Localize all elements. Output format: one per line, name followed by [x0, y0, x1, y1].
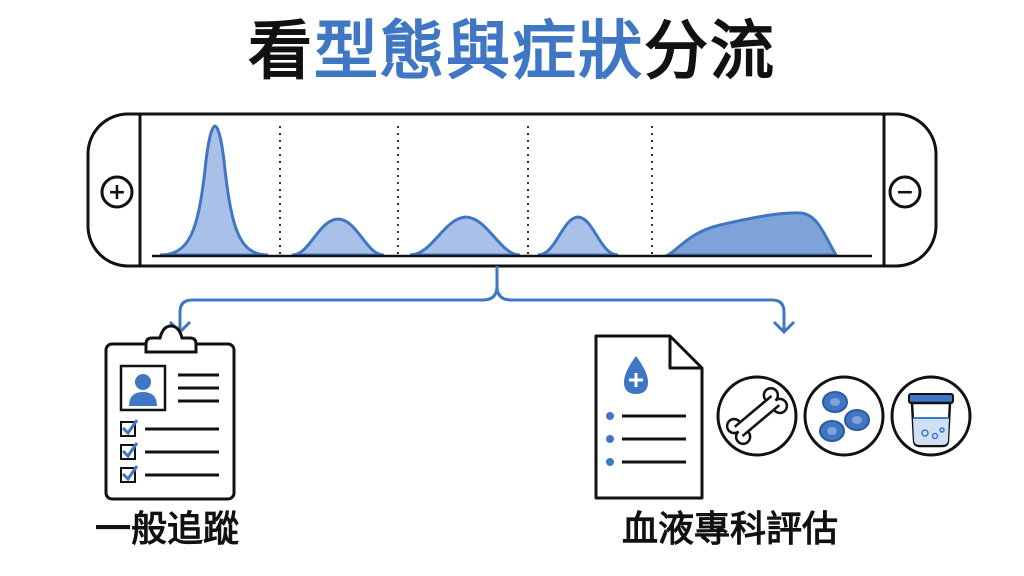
peaks [159, 124, 839, 257]
title-part-black-1: 看 [248, 15, 314, 89]
title-part-black-2: 分流 [644, 15, 776, 89]
plus-electrode-icon: + [100, 175, 134, 209]
blood-report-icon [594, 334, 704, 500]
branch-arrows [168, 266, 796, 335]
fraction-separators [279, 126, 653, 256]
peak-gamma-broad [662, 211, 839, 257]
branch-label-general-followup: 一般追蹤 [95, 509, 240, 550]
blood-drop-icon [624, 356, 648, 394]
bone-icon [716, 375, 798, 457]
peak-alpha1 [291, 217, 385, 257]
checkbox-icon [120, 419, 219, 483]
blood-cells-icon [803, 375, 885, 457]
branch-label-hematology-referral: 血液專科評估 [622, 509, 839, 550]
peak-albumin [159, 124, 269, 257]
peak-alpha2 [409, 215, 521, 257]
arrow-to-left [178, 266, 499, 330]
page-title: 看型態與症狀分流 [0, 20, 1024, 84]
arrowhead-right-icon [772, 320, 796, 335]
urine-cup-icon [890, 375, 972, 457]
minus-sign: − [896, 180, 914, 205]
minus-electrode-icon: − [888, 175, 922, 209]
info-lines [178, 373, 219, 403]
person-icon [119, 364, 167, 412]
report-lines [606, 412, 686, 466]
title-part-blue: 型態與症狀 [314, 15, 644, 89]
clipboard-icon [104, 324, 236, 501]
peak-beta [537, 215, 619, 257]
plus-sign: + [108, 180, 126, 205]
arrow-to-right [495, 285, 786, 330]
